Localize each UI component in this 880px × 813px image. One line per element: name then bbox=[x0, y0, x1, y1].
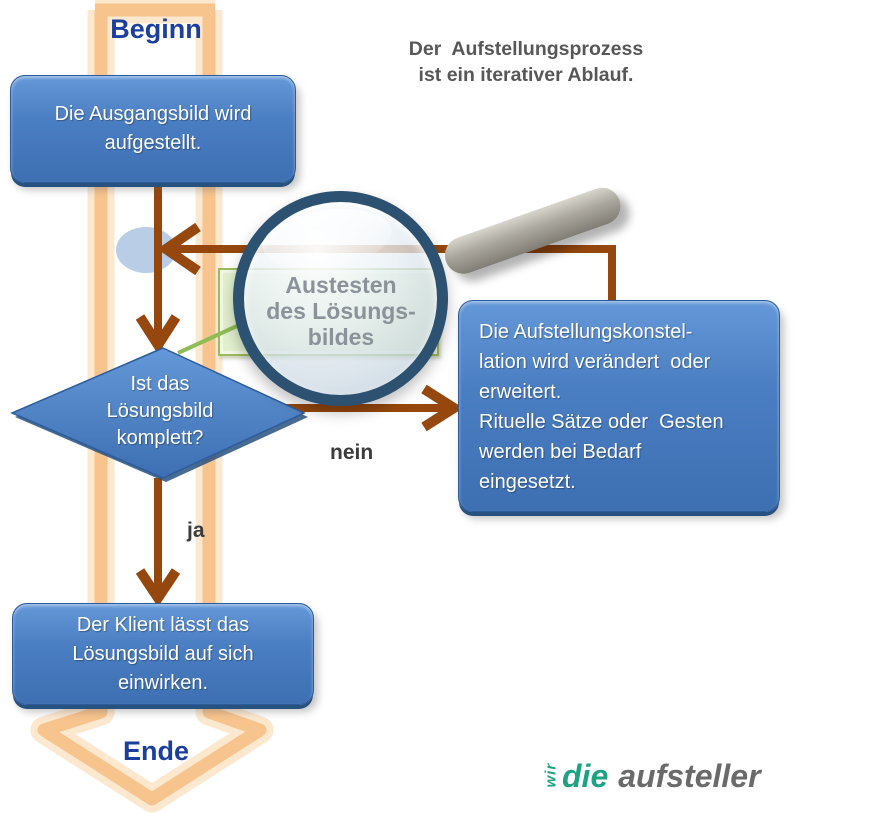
arrowhead-down-ja bbox=[135, 568, 181, 608]
arrowhead-left-loop bbox=[157, 222, 201, 276]
logo-die: die bbox=[562, 757, 609, 794]
diagram-heading: Der Aufstellungsprozess ist ein iterativ… bbox=[352, 36, 700, 88]
decision-line3: komplett? bbox=[116, 427, 204, 449]
background-flow-arrow-outline bbox=[37, 3, 267, 806]
decision-line2: Lösungsbild bbox=[106, 400, 214, 422]
nein-box-line3: erweitert. bbox=[479, 381, 562, 403]
ja-box-line2: Lösungsbild auf sich bbox=[72, 642, 254, 665]
decision-diamond bbox=[10, 347, 306, 479]
decision-line1: Ist das bbox=[130, 373, 190, 395]
ja-box-line3: einwirken. bbox=[117, 671, 209, 694]
magnifier-glass-icon bbox=[233, 191, 448, 406]
nein-box-line1: Die Aufstellungskonstel- bbox=[479, 321, 693, 343]
heading-line1: Der Aufstellungsprozess bbox=[408, 38, 644, 60]
start-box: Die Ausgangsbild wird aufgestellt. bbox=[10, 75, 296, 183]
begin-label: Beginn bbox=[110, 14, 202, 44]
arrowhead-down-decision bbox=[135, 314, 181, 355]
start-box-line2: aufgestellt. bbox=[104, 132, 202, 154]
logo-aufsteller: aufsteller bbox=[618, 757, 761, 794]
nein-box-line5: werden bei Bedarf bbox=[479, 441, 642, 463]
test-step-text: Austesten des Lösungs- bildes bbox=[243, 272, 439, 350]
nein-label: nein bbox=[330, 441, 374, 464]
ja-box-line1: Der Klient lässt das bbox=[76, 613, 250, 636]
heading-line2: ist ein iterativer Ablauf. bbox=[418, 64, 634, 86]
callout-line-green bbox=[177, 324, 238, 355]
test-step-line2: des Lösungs- bbox=[266, 298, 416, 324]
nein-box-line4: Rituelle Sätze oder Gesten bbox=[479, 411, 724, 433]
nein-box-line6: eingesetzt. bbox=[479, 471, 576, 493]
test-step-line1: Austesten bbox=[285, 272, 397, 298]
nein-box-line2: lation wird verändert oder bbox=[479, 351, 711, 373]
start-box-line1: Die Ausgangsbild wird bbox=[54, 103, 252, 125]
die-aufsteller-logo: wir die aufsteller bbox=[540, 748, 761, 804]
arrowhead-right-nein bbox=[421, 384, 464, 432]
test-step-line3: bildes bbox=[307, 324, 375, 350]
decision-text: Ist das Lösungsbild komplett? bbox=[30, 371, 290, 452]
ja-box: Der Klient lässt das Lösungsbild auf sic… bbox=[12, 603, 314, 705]
end-label: Ende bbox=[122, 736, 189, 766]
nein-box: Die Aufstellungskonstel- lation wird ver… bbox=[458, 300, 780, 512]
ja-label: ja bbox=[187, 519, 205, 542]
